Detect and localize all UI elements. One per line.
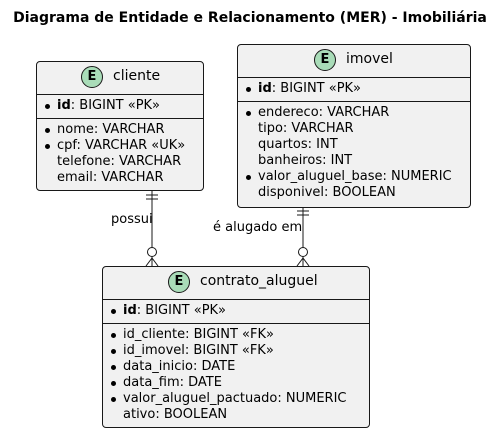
attribute-row: valor_aluguel_base: NUMERIC bbox=[238, 169, 470, 185]
key-attribute-row: id: BIGINT «PK» bbox=[238, 81, 470, 97]
entity-badge-icon: E bbox=[81, 66, 103, 88]
key-section: id: BIGINT «PK» bbox=[37, 95, 203, 118]
attribute-text: quartos: INT bbox=[258, 137, 338, 152]
attribute-row: telefone: VARCHAR bbox=[37, 154, 203, 170]
key-attribute-row: id: BIGINT «PK» bbox=[37, 98, 203, 114]
attribute-text: email: VARCHAR bbox=[57, 170, 164, 185]
entity-header: E imovel bbox=[238, 45, 470, 77]
mandatory-bullet-icon bbox=[45, 128, 50, 133]
attribute-row: endereco: VARCHAR bbox=[238, 105, 470, 121]
mandatory-bullet-icon bbox=[45, 144, 50, 149]
attribute-text: ativo: BOOLEAN bbox=[123, 407, 228, 422]
entity-header: E contrato_aluguel bbox=[103, 267, 369, 299]
entity-badge-icon: E bbox=[314, 49, 336, 71]
key-type: : BIGINT «PK» bbox=[136, 303, 227, 318]
entity-imovel[interactable]: E imovel id: BIGINT «PK» endereco: VARCH… bbox=[237, 44, 471, 208]
divider bbox=[103, 299, 369, 300]
attribute-text: valor_aluguel_pactuado: NUMERIC bbox=[123, 391, 347, 406]
mandatory-bullet-icon bbox=[246, 175, 251, 180]
attribute-row: banheiros: INT bbox=[238, 153, 470, 169]
attribute-text: telefone: VARCHAR bbox=[57, 154, 182, 169]
attribute-row: cpf: VARCHAR «UK» bbox=[37, 138, 203, 154]
attribute-text: data_inicio: DATE bbox=[123, 359, 236, 374]
attribute-text: tipo: VARCHAR bbox=[258, 121, 354, 136]
mandatory-bullet-icon bbox=[45, 104, 50, 109]
mandatory-bullet-icon bbox=[111, 349, 116, 354]
mandatory-bullet-icon bbox=[111, 333, 116, 338]
attribute-row: disponivel: BOOLEAN bbox=[238, 185, 470, 201]
attribute-text: id_cliente: BIGINT «FK» bbox=[123, 327, 274, 342]
mandatory-bullet-icon bbox=[111, 381, 116, 386]
attribute-row: quartos: INT bbox=[238, 137, 470, 153]
key-section: id: BIGINT «PK» bbox=[238, 78, 470, 101]
attribute-row: email: VARCHAR bbox=[37, 170, 203, 186]
mandatory-bullet-icon bbox=[111, 365, 116, 370]
entity-name: imovel bbox=[346, 51, 393, 67]
divider bbox=[238, 77, 470, 78]
attribute-text: disponivel: BOOLEAN bbox=[258, 185, 396, 200]
attribute-text: nome: VARCHAR bbox=[57, 122, 165, 137]
relationship-cliente-contrato bbox=[145, 190, 159, 267]
key-attribute-row: id: BIGINT «PK» bbox=[103, 303, 369, 319]
divider bbox=[238, 101, 470, 102]
attribute-text: cpf: VARCHAR «UK» bbox=[57, 138, 186, 153]
key-name: id bbox=[123, 303, 137, 318]
attribute-row: data_fim: DATE bbox=[103, 375, 369, 391]
key-section: id: BIGINT «PK» bbox=[103, 300, 369, 323]
key-name: id bbox=[57, 98, 71, 113]
mandatory-bullet-icon bbox=[111, 397, 116, 402]
key-type: : BIGINT «PK» bbox=[70, 98, 161, 113]
entity-badge-icon: E bbox=[168, 271, 190, 293]
attribute-row: ativo: BOOLEAN bbox=[103, 407, 369, 423]
entity-name: contrato_aluguel bbox=[200, 273, 318, 289]
key-type: : BIGINT «PK» bbox=[271, 81, 362, 96]
attribute-row: id_imovel: BIGINT «FK» bbox=[103, 343, 369, 359]
attribute-text: valor_aluguel_base: NUMERIC bbox=[258, 169, 452, 184]
attribute-row: valor_aluguel_pactuado: NUMERIC bbox=[103, 391, 369, 407]
mandatory-bullet-icon bbox=[246, 111, 251, 116]
relationship-label-possui: possui bbox=[111, 212, 153, 227]
attribute-text: endereco: VARCHAR bbox=[258, 105, 390, 120]
attribute-text: banheiros: INT bbox=[258, 153, 353, 168]
attribute-text: data_fim: DATE bbox=[123, 375, 222, 390]
attribute-row: nome: VARCHAR bbox=[37, 122, 203, 138]
relationship-label-alugado-em: é alugado em bbox=[213, 220, 303, 235]
key-name: id bbox=[258, 81, 272, 96]
divider bbox=[37, 94, 203, 95]
entity-contrato-aluguel[interactable]: E contrato_aluguel id: BIGINT «PK» id_cl… bbox=[102, 266, 370, 428]
attribute-text: id_imovel: BIGINT «FK» bbox=[123, 343, 274, 358]
relationship-imovel-contrato bbox=[296, 207, 310, 267]
diagram-title: Diagrama de Entidade e Relacionamento (M… bbox=[13, 10, 487, 26]
divider bbox=[37, 118, 203, 119]
attribute-row: data_inicio: DATE bbox=[103, 359, 369, 375]
entity-name: cliente bbox=[113, 68, 161, 84]
attribute-row: tipo: VARCHAR bbox=[238, 121, 470, 137]
attribute-row: id_cliente: BIGINT «FK» bbox=[103, 327, 369, 343]
mandatory-bullet-icon bbox=[246, 87, 251, 92]
mandatory-bullet-icon bbox=[111, 309, 116, 314]
field-section: id_cliente: BIGINT «FK»id_imovel: BIGINT… bbox=[103, 324, 369, 427]
divider bbox=[103, 323, 369, 324]
entity-header: E cliente bbox=[37, 62, 203, 94]
